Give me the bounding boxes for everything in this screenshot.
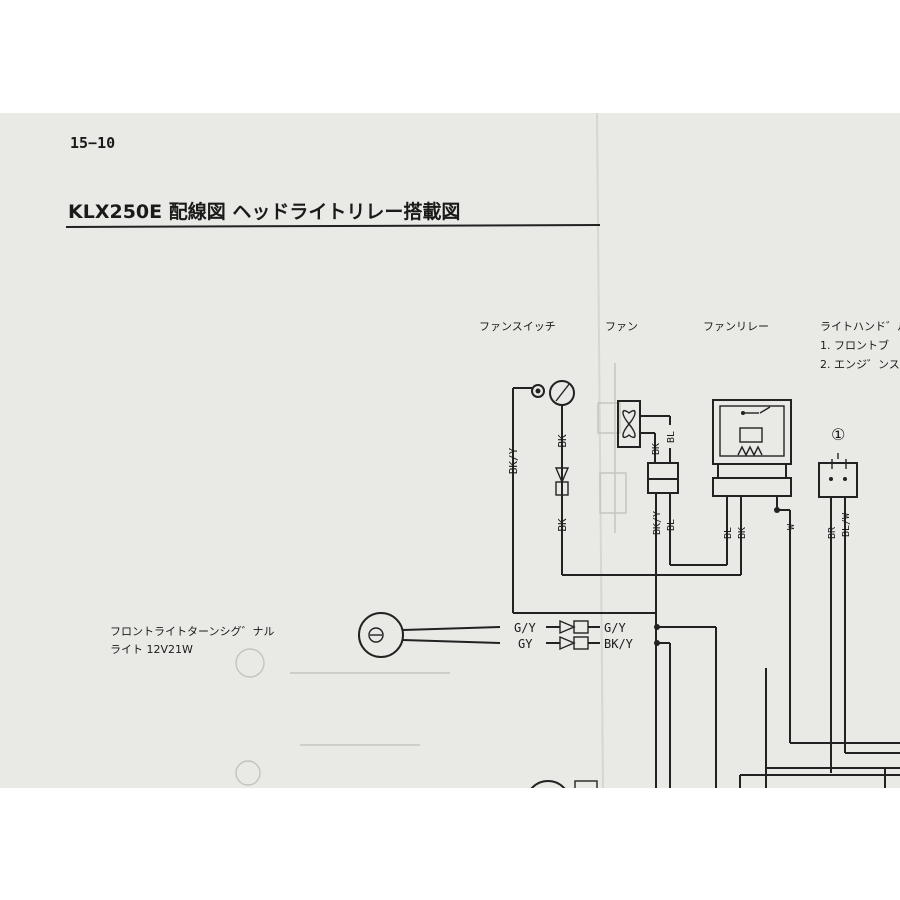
page-number: 15−10 [70, 134, 115, 152]
wire-routing [513, 553, 900, 788]
page-title: KLX250E 配線図 ヘッドライトリレー搭載図 [68, 200, 460, 223]
wiring-diagram-page: 15−10 KLX250E 配線図 ヘッドライトリレー搭載図 ファンスイッチ フ… [0, 113, 900, 788]
page-fold [596, 113, 604, 788]
wire-fs-lower: BK [556, 518, 569, 532]
fan-switch-connector [554, 467, 570, 496]
wire-fs-left: BK/Y [507, 447, 520, 474]
turn-signal-connectors [546, 619, 600, 651]
lower-connector-partial [574, 780, 598, 788]
wire-ts-in-top: G/Y [514, 621, 536, 635]
wire-ts-in-bottom: GY [518, 637, 533, 651]
fan-connector-bottom [647, 478, 679, 494]
wire-fs-right: BK [556, 434, 569, 448]
wiring-diagram: 15−10 KLX250E 配線図 ヘッドライトリレー搭載図 ファンスイッチ フ… [65, 113, 900, 788]
title-underline [65, 224, 601, 228]
light-handle-item-2: 2. エンジ゛ンス [820, 358, 900, 371]
wire-fan-bk: BK [651, 443, 662, 455]
lower-lamp-partial [530, 780, 566, 788]
fan-switch [512, 380, 575, 613]
wire-fan-lower-bl: BL [666, 519, 677, 531]
fan-label: ファン [605, 320, 638, 333]
wire-handle-br: BR [827, 526, 838, 539]
fan-connector-top [647, 462, 679, 480]
turn-signal-label-2: ライト 12V21W [110, 643, 193, 656]
wire-relay-bl: BL [723, 527, 734, 539]
fan-motor [617, 400, 671, 463]
light-handle-connector [818, 453, 858, 773]
fan-switch-label: ファンスイッチ [479, 320, 556, 333]
fan-relay [712, 399, 792, 743]
wire-ts-out-bottom: BK/Y [604, 637, 634, 651]
turn-signal-lamp [358, 612, 501, 658]
connector-number: ① [831, 425, 845, 444]
light-handle-item-1: 1. フロントブ [820, 338, 889, 352]
fan-relay-label: ファンリレー [703, 320, 769, 333]
wire-fan-lower-bky: BK/Y [652, 511, 663, 535]
wire-relay-bk: BK [737, 527, 748, 539]
wire-handle-blw: BL/W [841, 512, 852, 537]
light-handle-label: ライトハンド゛ル [820, 320, 900, 333]
wire-relay-w: W [786, 523, 797, 530]
turn-signal-label-1: フロントライトターンシグ゛ナル [110, 624, 274, 638]
bleed-through-marks [235, 363, 627, 786]
wire-ts-out-top: G/Y [604, 621, 626, 635]
wire-fan-bl: BL [666, 431, 677, 443]
